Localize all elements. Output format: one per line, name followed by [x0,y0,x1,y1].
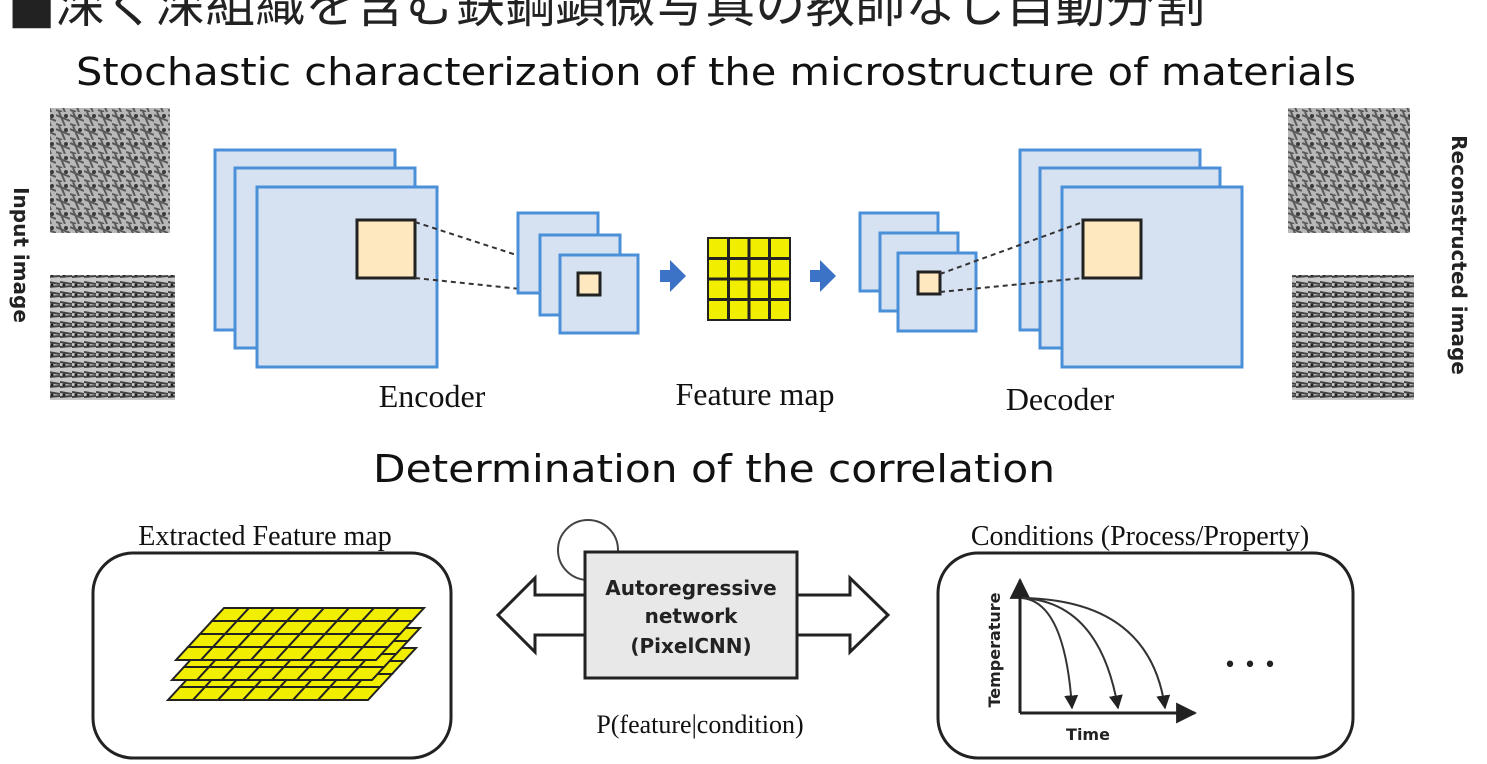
network-line-3: (PixelCNN) [630,634,751,658]
stacked-feature-maps-icon [165,607,427,701]
arrow-right-icon [660,260,686,292]
decoder-label: Decoder [1006,381,1115,417]
section-title-stochastic: Stochastic characterization of the micro… [76,50,1356,94]
encoder-kernel [355,218,417,280]
decoder-projection-line [939,277,1084,293]
input-images [50,108,175,400]
encoder-block [213,148,640,369]
conditions-panel [936,551,1355,760]
bidirectional-arrow-left [495,574,587,656]
probability-label: P(feature|condition) [596,710,803,739]
ellipsis: • • • [1224,653,1277,678]
output-micrograph-1 [1288,108,1410,233]
output-images [1288,108,1414,400]
feature-map-cell [340,686,383,701]
decoder-small-kernel [916,270,942,296]
conditions-title: Conditions (Process/Property) [971,521,1309,552]
extracted-feature-map-title: Extracted Feature map [138,521,391,552]
japanese-title: ■深く深組織を含む鉄鋼顕微写真の教師なし自動分割 [8,0,1205,34]
bidirectional-arrow-right [793,574,891,656]
cooling-curves-graph [1009,577,1198,724]
network-line-2: network [645,604,738,628]
feature-map-cell [348,646,391,661]
section-title-correlation: Determination of the correlation [373,447,1055,491]
feature-map-grid [707,237,791,321]
decoder-projection-line [939,221,1084,275]
input-image-label: Input image [9,187,33,323]
decoder-kernel [1081,218,1143,280]
input-micrograph-2 [50,275,175,400]
encoder-label: Encoder [379,378,486,414]
input-micrograph-1 [50,108,170,233]
graph-xlabel: Time [1066,725,1110,744]
arrow-right-icon [810,260,836,292]
reconstructed-image-label: Reconstructed image [1447,135,1471,375]
decoder-block [858,148,1244,369]
feature-map-cell [344,666,387,681]
network-line-1: Autoregressive [605,576,776,600]
feature-map-layer [173,607,427,661]
encoder-projection-line [414,221,579,276]
autoregressive-network-box [583,550,799,680]
output-micrograph-2 [1292,275,1414,400]
feature-map-label: Feature map [675,376,834,412]
encoder-small-kernel [576,271,602,297]
graph-ylabel: Temperature [985,592,1004,707]
